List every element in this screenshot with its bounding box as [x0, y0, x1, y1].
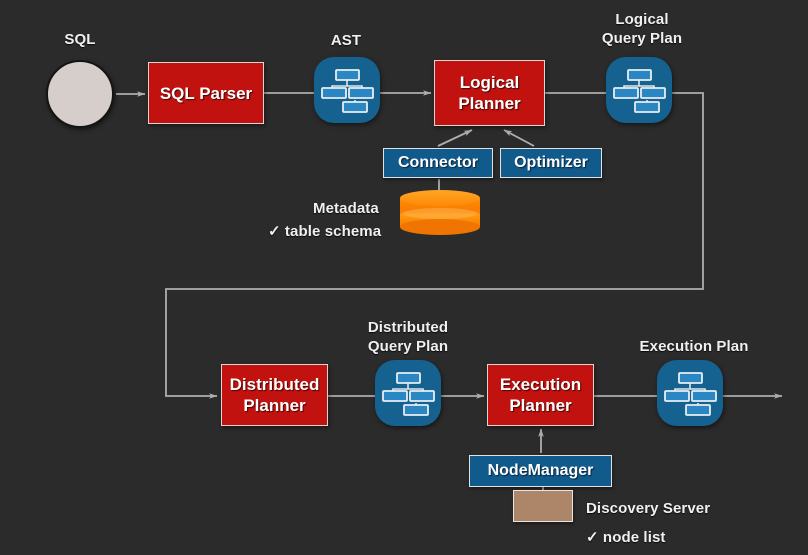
cylinder-bottom [400, 219, 480, 235]
cylinder-highlight [403, 208, 477, 219]
optimizer-box[interactable]: Optimizer [500, 148, 602, 178]
logical-query-plan-tree-icon[interactable] [606, 57, 672, 123]
hierarchy-glyph [613, 69, 666, 113]
hierarchy-glyph [382, 372, 435, 416]
nodemanager-box[interactable]: NodeManager [469, 455, 612, 487]
caption-node-list: ✓ node list [586, 529, 666, 546]
discovery-server-box[interactable] [513, 490, 573, 522]
caption-logical-query-plan: Logical Query Plan [601, 11, 683, 47]
wire-lqp-to-distributed-planner [165, 92, 704, 399]
wire-optimizer-to-logical-planner [503, 129, 535, 147]
sql-parser-box[interactable]: SQL Parser [148, 62, 264, 124]
ast-tree-icon[interactable] [314, 57, 380, 123]
caption-distributed-query-plan: Distributed Query Plan [367, 319, 449, 355]
hierarchy-glyph [664, 372, 717, 416]
execution-planner-box[interactable]: Execution Planner [487, 364, 594, 426]
caption-execution-plan: Execution Plan [639, 338, 749, 355]
hierarchy-glyph [321, 69, 374, 113]
logical-planner-box[interactable]: Logical Planner [434, 60, 545, 126]
wire-connector-to-logical-planner [437, 129, 473, 147]
connector-box[interactable]: Connector [383, 148, 493, 178]
distributed-query-plan-tree-icon[interactable] [375, 360, 441, 426]
execution-plan-tree-icon[interactable] [657, 360, 723, 426]
caption-discovery-server: Discovery Server [586, 500, 711, 517]
distributed-planner-box[interactable]: Distributed Planner [221, 364, 328, 426]
caption-sql: SQL [64, 31, 96, 48]
caption-ast: AST [330, 32, 362, 49]
metadata-database-icon[interactable] [400, 190, 480, 235]
caption-metadata: Metadata [313, 200, 379, 217]
sql-source-circle[interactable] [46, 60, 114, 128]
caption-table-schema: ✓ table schema [268, 223, 382, 240]
cylinder-top [400, 190, 480, 206]
